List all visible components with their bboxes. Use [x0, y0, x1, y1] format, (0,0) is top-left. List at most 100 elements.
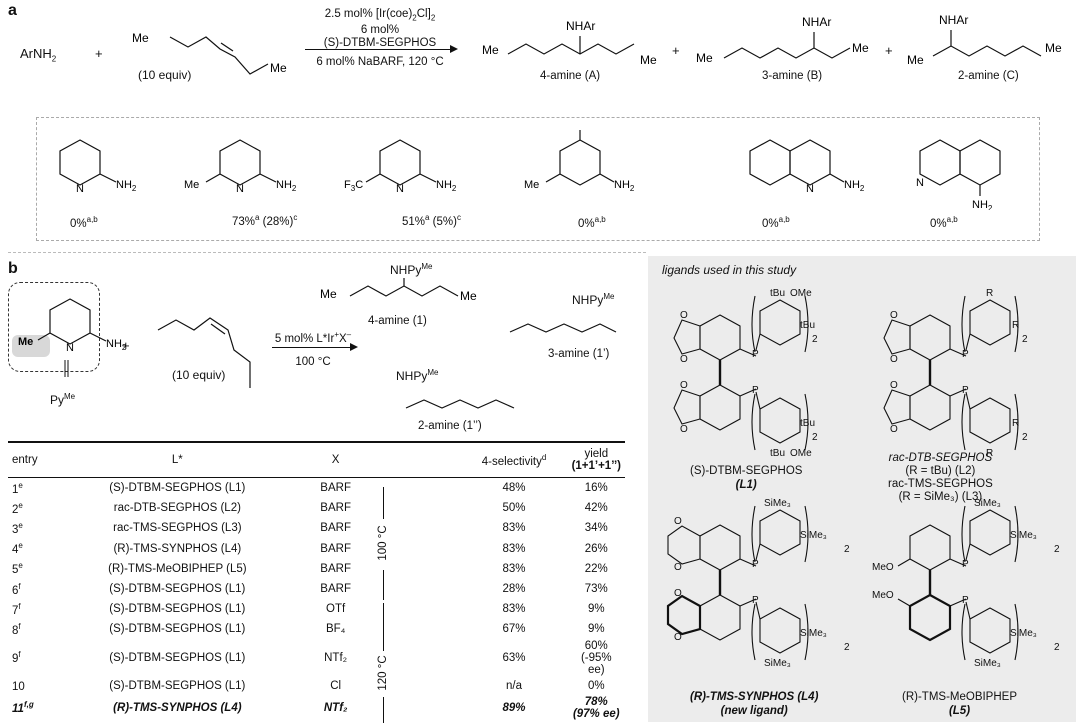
cell-x: OTf	[326, 603, 346, 616]
reaction-arrow-a	[305, 49, 455, 50]
cell-ligand: (S)-DTBM-SEGPHOS (L1)	[109, 583, 246, 596]
svg-text:SiMe₃: SiMe₃	[800, 530, 827, 541]
svg-text:Me: Me	[640, 53, 657, 67]
svg-text:SiMe₃: SiMe₃	[1010, 628, 1037, 639]
svg-text:P: P	[962, 559, 969, 570]
cell-x: BARF	[320, 583, 351, 596]
cell-sel: 48%	[502, 482, 526, 495]
svg-text:N: N	[396, 183, 404, 195]
svg-text:O: O	[680, 310, 688, 321]
col-ligand: L*	[171, 454, 183, 466]
substrate-result-1: 0%a,b	[70, 215, 98, 230]
cell-temp	[394, 676, 461, 696]
svg-text:2: 2	[1022, 432, 1028, 443]
svg-text:R: R	[986, 288, 993, 299]
caption-2-amine-c: 2-amine (C)	[958, 70, 1019, 82]
product-2-amine-1pp	[405, 399, 515, 409]
svg-text:P: P	[962, 385, 969, 396]
svg-text:NHAr: NHAr	[939, 13, 968, 27]
table-header-row: entry L* X 4-selectivityd yield(1+1’+1’’…	[8, 442, 625, 478]
svg-text:Me: Me	[482, 43, 499, 57]
arrow-head-a	[450, 45, 458, 53]
svg-text:O: O	[890, 424, 898, 435]
cell-temp	[394, 539, 461, 559]
svg-text:O: O	[674, 562, 682, 573]
col-counterion: X	[331, 454, 340, 466]
panel-label-a: a	[8, 2, 17, 19]
substrate-result-6: 0%a,b	[930, 215, 958, 230]
cell-x: NTf₂	[323, 701, 348, 714]
cell-yield: 78% (97% ee)	[572, 695, 620, 720]
panel-label-b: b	[8, 260, 18, 277]
alkene-me-left: Me	[132, 31, 149, 45]
substrate-result-3: 51%a (5%)c	[402, 213, 461, 228]
svg-text:2: 2	[844, 544, 850, 555]
svg-text:R: R	[1012, 320, 1019, 331]
ligand-l4-label: (R)-TMS-SYNPHOS (L4) (new ligand)	[690, 691, 819, 717]
cell-sel: 28%	[502, 583, 526, 596]
reaction-arrow-b	[272, 347, 352, 348]
svg-text:R: R	[1012, 418, 1019, 429]
caption-2-amine-1pp: 2-amine (1’’)	[418, 420, 482, 432]
substrate-scope-box	[36, 117, 1040, 241]
svg-text:O: O	[680, 424, 688, 435]
section-divider	[8, 252, 646, 253]
svg-text:NH2: NH2	[972, 199, 993, 210]
cell-yield: 42%	[584, 502, 608, 515]
product-4-amine-a: NHAr Me Me	[482, 19, 657, 67]
svg-text:2: 2	[844, 642, 850, 653]
temp-label-120: 120 °C	[377, 655, 389, 691]
product-3-amine-1p	[509, 323, 617, 333]
temp-bracket-100-top	[383, 487, 384, 519]
panel-a-conditions: 2.5 mol% [Ir(coe)2Cl]2 6 mol% (S)-DTBM-S…	[323, 8, 437, 50]
cell-sel: 83%	[502, 522, 526, 535]
svg-text:P: P	[752, 595, 759, 606]
cell-yield: 34%	[584, 522, 608, 535]
cell-x: BF₄	[325, 623, 346, 636]
svg-text:NHAr: NHAr	[802, 15, 831, 29]
svg-text:Me: Me	[852, 41, 869, 55]
cell-x: BARF	[320, 542, 351, 555]
substrate-2-aminoquinoline: N NH2	[749, 139, 865, 195]
svg-text:O: O	[680, 354, 688, 365]
col-temp	[394, 442, 461, 478]
product-4-amine-1: Me Me	[320, 278, 477, 303]
cell-entry: 1e	[12, 480, 23, 496]
methyl-highlight	[12, 335, 50, 357]
svg-text:Me: Me	[18, 336, 33, 348]
cell-entry: 3e	[12, 521, 23, 536]
cell-yield: 60% (-95% ee)	[580, 639, 612, 676]
svg-text:NH2: NH2	[106, 338, 127, 352]
panel-b-conditions: 5 mol% L*Ir+X–	[274, 330, 352, 345]
svg-text:MeO: MeO	[872, 562, 894, 573]
svg-text:O: O	[674, 588, 682, 599]
cell-temp	[394, 518, 461, 538]
cell-temp	[394, 579, 461, 599]
svg-text:SiMe₃: SiMe₃	[764, 658, 791, 669]
caption-4-amine-a: 4-amine (A)	[540, 70, 601, 82]
cell-ligand: rac-TMS-SEGPHOS (L3)	[113, 522, 242, 535]
cell-yield: 26%	[584, 542, 608, 555]
cell-ligand: (R)-TMS-MeOBIPHEP (L5)	[108, 562, 247, 575]
svg-text:OMe: OMe	[790, 288, 812, 299]
svg-text:NH2: NH2	[614, 179, 635, 193]
product-4-nh-label: NHPyMe	[390, 262, 433, 277]
cell-ligand: (S)-DTBM-SEGPHOS (L1)	[109, 482, 246, 495]
plus-sign-b: +	[122, 338, 130, 353]
svg-text:SiMe₃: SiMe₃	[800, 628, 827, 639]
plus-sign: +	[95, 46, 103, 61]
cell-yield: 16%	[584, 482, 608, 495]
svg-text:Me: Me	[696, 51, 713, 65]
cell-x: BARF	[320, 502, 351, 515]
substrate-structures: N NH2 N NH2 Me N NH2 F3C Me Me NH2 N NH2	[59, 130, 1001, 210]
svg-text:Me: Me	[184, 179, 199, 191]
cell-yield: 22%	[584, 562, 608, 575]
svg-text:P: P	[962, 595, 969, 606]
cell-entry: 2e	[12, 500, 23, 516]
ligand-l5-label: (R)-TMS-MeOBIPHEP (L5)	[902, 691, 1017, 717]
